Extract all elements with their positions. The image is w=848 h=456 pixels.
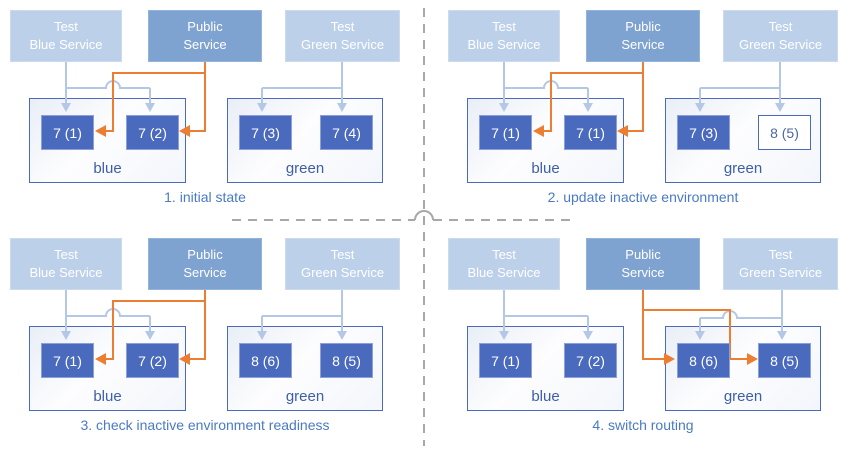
test-green-service-box: Test Green Service (723, 10, 838, 62)
version-box: 7 (4) (320, 115, 373, 150)
environment-label: green (285, 160, 325, 177)
service-label: Service (183, 37, 227, 52)
version-box: 8 (5) (320, 343, 373, 378)
service-label: Blue Service (467, 265, 541, 280)
version-box: 7 (3) (677, 115, 730, 150)
test-blue-service-box: Test Blue Service (448, 10, 560, 62)
panel-caption: 2. update inactive environment (547, 189, 739, 205)
service-label: Green Service (300, 265, 385, 280)
service-label: Test (768, 19, 793, 35)
version-box: 8 (5) (758, 343, 811, 378)
version-box: 8 (6) (239, 343, 292, 378)
version-box: 8 (6) (677, 343, 730, 378)
test-blue-service-box: Test Blue Service (10, 10, 122, 62)
environment-label: green (723, 160, 763, 177)
version-box: 7 (1) (564, 115, 617, 150)
service-label: Test (768, 247, 793, 263)
panel-caption: 4. switch routing (592, 417, 694, 433)
service-label: Blue Service (29, 265, 103, 280)
blue-environment: 7 (1) 7 (2) blue (29, 98, 186, 183)
version-box: 7 (1) (41, 343, 94, 378)
service-label: Test (492, 247, 516, 263)
version-box: 7 (2) (126, 343, 179, 378)
environment-label: blue (531, 160, 560, 177)
service-label: Green Service (738, 37, 823, 52)
panel-caption: 3. check inactive environment readiness (80, 417, 330, 433)
version-box: 7 (2) (126, 115, 179, 150)
version-box: 7 (3) (239, 115, 292, 150)
environment-label: blue (93, 160, 122, 177)
panel-initial-state: Test Blue Service Public Service Test Gr… (0, 0, 424, 228)
service-label: Test (492, 19, 516, 35)
environment-label: green (723, 388, 763, 405)
service-label: Public (187, 19, 223, 35)
service-label: Test (330, 19, 355, 35)
test-green-service-box: Test Green Service (285, 10, 400, 62)
panel-update-inactive: Test Blue Service Public Service Test Gr… (424, 0, 848, 228)
green-environment: 8 (6) 8 (5) green (665, 326, 821, 411)
version-box: 7 (1) (479, 343, 532, 378)
test-blue-service-box: Test Blue Service (448, 238, 560, 290)
service-label: Green Service (300, 37, 385, 52)
service-label: Service (183, 265, 227, 280)
environment-label: blue (531, 388, 560, 405)
environment-label: green (285, 388, 325, 405)
blue-environment: 7 (1) 7 (2) blue (29, 326, 186, 411)
public-service-box: Public Service (586, 238, 700, 290)
panel-switch-routing: Test Blue Service Public Service Test Gr… (424, 228, 848, 456)
public-service-box: Public Service (586, 10, 700, 62)
version-box-new: 8 (5) (758, 115, 811, 150)
environment-label: blue (93, 388, 122, 405)
service-label: Green Service (738, 265, 823, 280)
test-green-service-box: Test Green Service (723, 238, 838, 290)
service-label: Blue Service (467, 37, 541, 52)
blue-environment: 7 (1) 7 (1) blue (467, 98, 624, 183)
green-environment: 7 (3) 7 (4) green (227, 98, 383, 183)
service-label: Blue Service (29, 37, 103, 52)
service-label: Test (330, 247, 355, 263)
panel-caption: 1. initial state (164, 189, 246, 205)
public-service-box: Public Service (148, 238, 262, 290)
service-label: Service (621, 265, 665, 280)
service-label: Service (621, 37, 665, 52)
version-box: 7 (2) (564, 343, 617, 378)
version-box: 7 (1) (41, 115, 94, 150)
public-service-box: Public Service (148, 10, 262, 62)
service-label: Test (54, 19, 78, 35)
test-green-service-box: Test Green Service (285, 238, 400, 290)
test-blue-service-box: Test Blue Service (10, 238, 122, 290)
service-label: Public (187, 247, 223, 263)
service-label: Public (625, 19, 661, 35)
service-label: Public (625, 247, 661, 263)
blue-environment: 7 (1) 7 (2) blue (467, 326, 624, 411)
version-box: 7 (1) (479, 115, 532, 150)
green-environment: 8 (6) 8 (5) green (227, 326, 383, 411)
panel-check-readiness: Test Blue Service Public Service Test Gr… (0, 228, 424, 456)
green-environment: 7 (3) 8 (5) green (665, 98, 821, 183)
service-label: Test (54, 247, 78, 263)
